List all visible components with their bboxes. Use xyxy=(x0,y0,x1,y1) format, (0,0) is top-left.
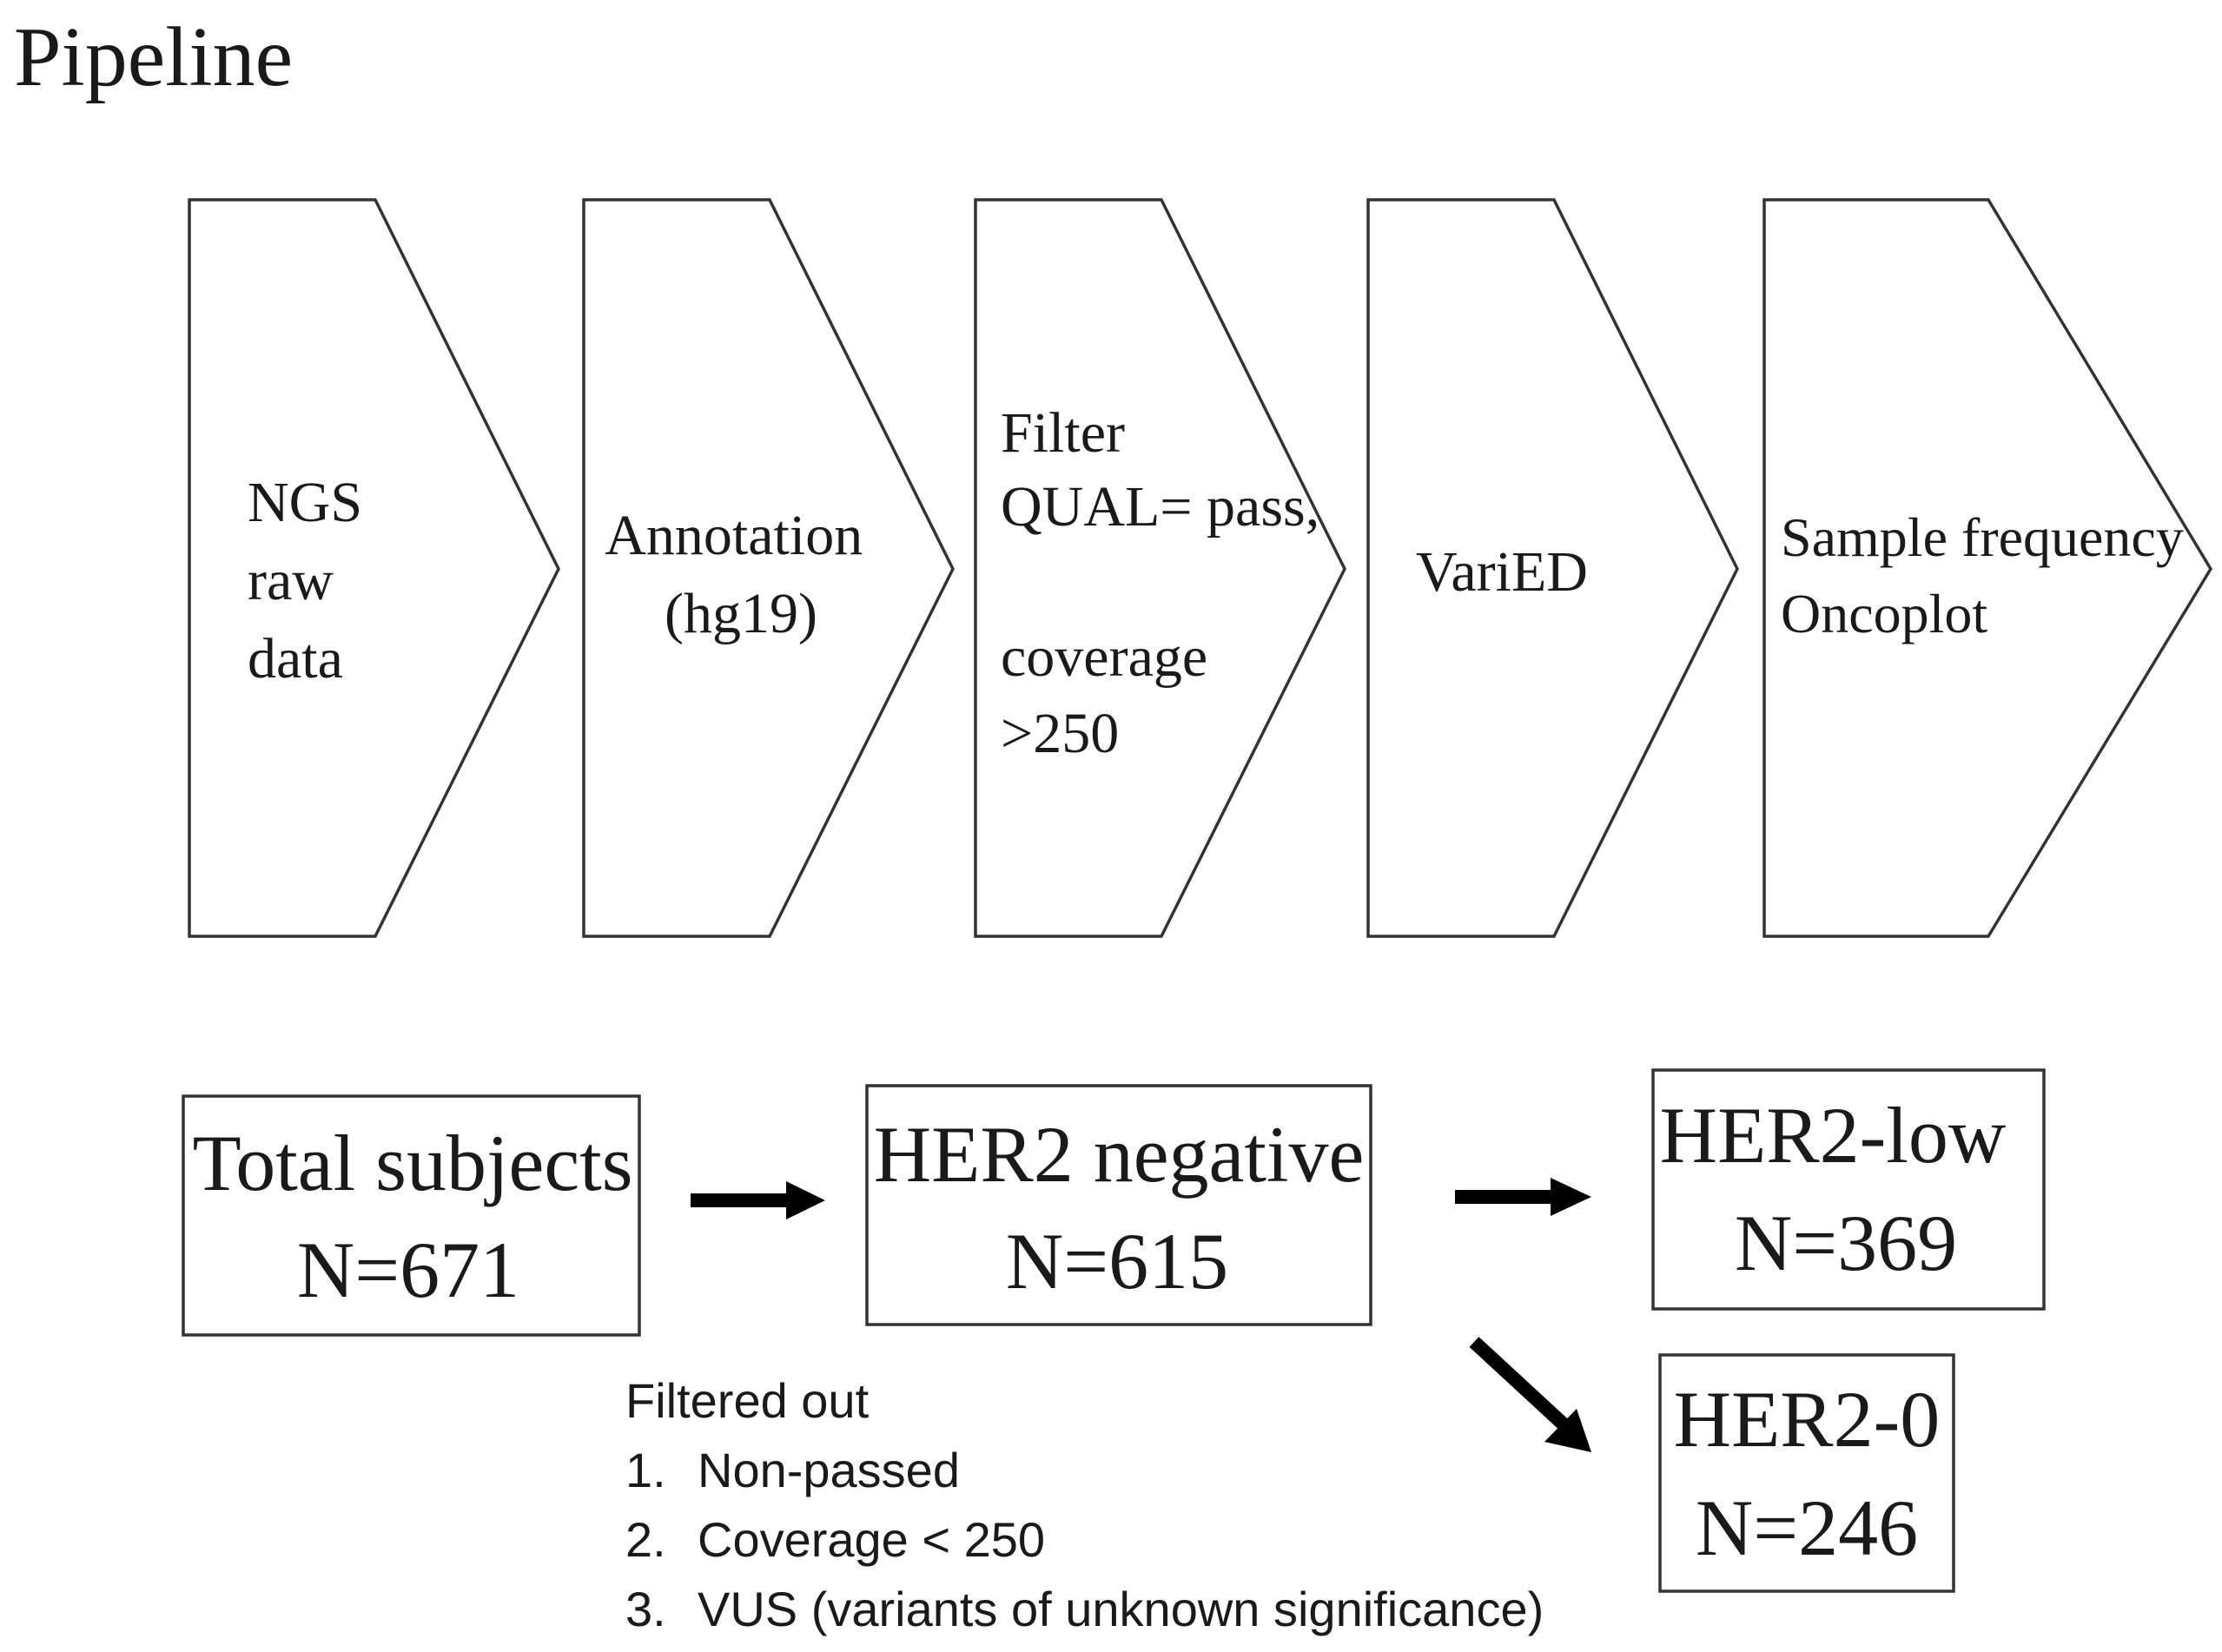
pipeline-step-filter: Filter QUAL= pass, coverage >250 xyxy=(974,198,1346,938)
filtered-out-note: Filtered out 1. Non-passed 2. Coverage <… xyxy=(625,1373,1544,1636)
box-label: HER2-0 xyxy=(1674,1375,1941,1464)
step-text: Annotation (hg19) xyxy=(605,504,876,645)
arrow-negative-to-low xyxy=(1455,1178,1591,1216)
step-line: VariED xyxy=(1416,540,1588,604)
arrow-head xyxy=(1544,1409,1591,1452)
chevron-shape xyxy=(1366,198,1739,938)
arrow-total-to-negative xyxy=(691,1181,825,1219)
box-shape xyxy=(182,1094,641,1337)
her2-negative-box: HER2 negative N=615 xyxy=(865,1084,1372,1326)
arrow-negative-to-zero xyxy=(1469,1337,1591,1452)
box-count: N=246 xyxy=(1696,1483,1918,1572)
filtered-item-number: 3. xyxy=(625,1582,666,1636)
box-count: N=369 xyxy=(1735,1199,1957,1287)
filtered-item-number: 1. xyxy=(625,1443,666,1497)
her2-low-box: HER2-low N=369 xyxy=(1651,1068,2046,1311)
arrow-head xyxy=(786,1181,825,1219)
step-line: Sample frequency xyxy=(1781,506,2184,568)
step-line: (hg19) xyxy=(665,582,817,645)
step-text: VariED xyxy=(1416,540,1588,604)
step-line: raw xyxy=(248,549,334,612)
filtered-item-text: VUS (variants of unknown significance) xyxy=(698,1582,1544,1636)
step-line: Annotation xyxy=(605,504,863,567)
step-line: data xyxy=(248,627,343,691)
her2-zero-box: HER2-0 N=246 xyxy=(1658,1353,1955,1593)
filtered-item-text: Coverage < 250 xyxy=(698,1512,1045,1567)
arrow-shaft xyxy=(1469,1337,1569,1430)
pipeline-step-annotation: Annotation (hg19) xyxy=(582,198,955,938)
pipeline-step-sample-frequency: Sample frequency Oncoplot xyxy=(1762,198,2213,938)
box-shape xyxy=(1651,1068,2046,1311)
chevron-shape xyxy=(188,198,560,938)
chevron-shape xyxy=(1762,198,2213,938)
step-text: Sample frequency Oncoplot xyxy=(1781,506,2198,644)
pipeline-step-ngs: NGS raw data xyxy=(188,198,560,938)
step-text: NGS raw data xyxy=(248,471,377,691)
step-line: Oncoplot xyxy=(1781,583,1987,644)
box-count: N=671 xyxy=(297,1226,519,1314)
step-line: coverage xyxy=(1001,625,1207,689)
filtered-item-number: 2. xyxy=(625,1512,666,1567)
box-count: N=615 xyxy=(1006,1217,1228,1305)
box-shape xyxy=(1658,1353,1955,1593)
step-text: Filter QUAL= pass, coverage >250 xyxy=(1001,401,1334,765)
pipeline-step-varied: VariED xyxy=(1366,198,1739,938)
chevron-shape xyxy=(974,198,1346,938)
filtered-item-text: Non-passed xyxy=(698,1443,960,1497)
box-label: HER2-low xyxy=(1660,1091,2007,1180)
total-subjects-box: Total subjects N=671 xyxy=(182,1094,641,1337)
box-label: Total subjects xyxy=(192,1119,632,1207)
filtered-out-heading: Filtered out xyxy=(625,1373,870,1428)
step-line: >250 xyxy=(1001,702,1119,765)
arrow-head xyxy=(1551,1178,1591,1216)
page-title: Pipeline xyxy=(14,10,293,104)
step-line: Filter xyxy=(1001,401,1125,465)
chevron-shape xyxy=(582,198,955,938)
step-line: QUAL= pass, xyxy=(1001,475,1319,539)
box-label: HER2 negative xyxy=(874,1110,1365,1199)
box-shape xyxy=(865,1084,1372,1326)
step-line: NGS xyxy=(248,471,362,534)
